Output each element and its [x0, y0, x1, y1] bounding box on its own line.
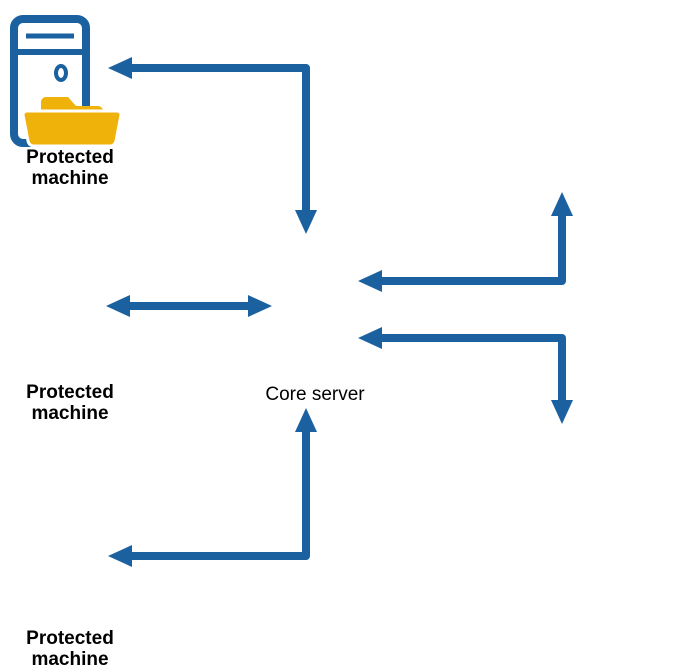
protected-machine-database-label: Protected machine — [26, 628, 114, 671]
arrowhead-down — [295, 210, 317, 234]
connector-line — [126, 428, 310, 560]
connector-line — [378, 212, 566, 285]
folder-front — [21, 109, 123, 148]
protected-machine-mail-label: Protected machine — [26, 382, 114, 425]
connector-line — [126, 64, 310, 214]
arrowhead-down — [551, 400, 573, 424]
connector-core-server-to-protected-machine-mail — [106, 295, 272, 317]
protected-machine-file-label: Protected machine — [26, 147, 114, 190]
connector-line — [378, 334, 566, 404]
arrowhead-left — [358, 270, 382, 292]
command-line-management-utility-label: Command Line Management utility — [474, 443, 648, 487]
connector-core-server-to-protected-machine-file — [108, 57, 317, 234]
arrowhead-left — [108, 545, 132, 567]
node-protected-machine-file — [10, 15, 123, 148]
core-server-label: Core server — [265, 384, 365, 405]
arrowhead-left — [358, 327, 382, 349]
connector-core-server-to-core-console — [358, 192, 573, 292]
arrowhead-left — [106, 295, 130, 317]
arrowhead-up — [295, 408, 317, 432]
connector-core-server-to-command-line-management-utility — [358, 327, 573, 424]
arrowhead-right — [248, 295, 272, 317]
connector-core-server-to-protected-machine-database — [108, 408, 317, 567]
tower-power-button — [54, 64, 68, 82]
folder-icon — [21, 97, 123, 148]
core-console-label: Core Console — [499, 142, 623, 163]
arrowhead-left — [108, 57, 132, 79]
arrowhead-up — [551, 192, 573, 216]
